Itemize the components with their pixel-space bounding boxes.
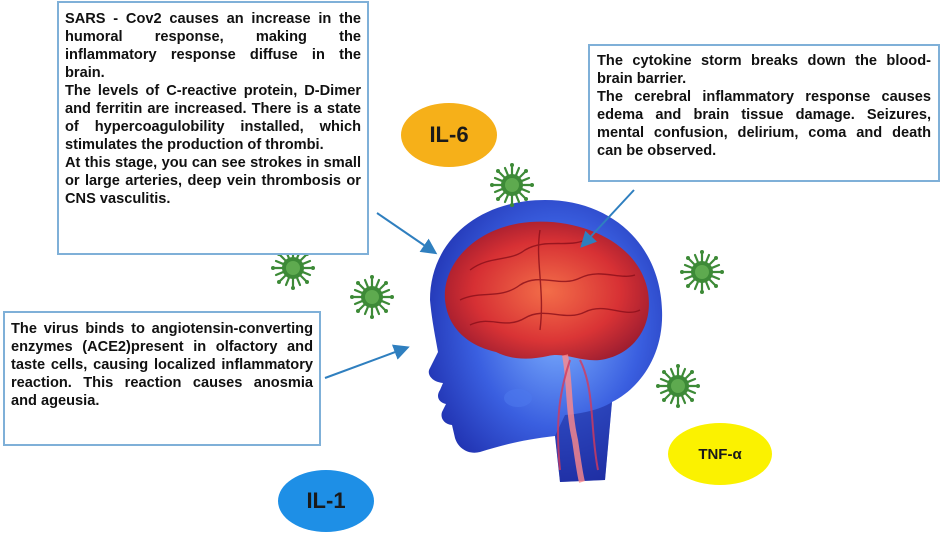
callout-paragraph: The cerebral inflammatory response cause… <box>597 89 931 159</box>
brain-illustration <box>444 221 649 483</box>
callout-paragraph: SARS - Cov2 causes an increase in the hu… <box>65 11 361 81</box>
arrow-right-box <box>580 189 635 248</box>
virus-icon <box>678 248 726 296</box>
il6-label: IL-6 <box>401 103 497 167</box>
callout-paragraph: The levels of C-reactive protein, D-Dime… <box>65 83 361 153</box>
tnf-alpha-label: TNF-α <box>668 423 772 485</box>
callout-paragraph: At this stage, you can see strokes in sm… <box>65 155 361 207</box>
virus-icon <box>654 362 702 410</box>
arrow-bottom-box <box>324 344 410 379</box>
il1-label: IL-1 <box>278 470 374 532</box>
callout-paragraph: The virus binds to angiotensin-convertin… <box>11 321 313 409</box>
virus-icon <box>348 273 396 321</box>
virus-icon <box>488 161 536 209</box>
arrow-left-box <box>376 212 438 255</box>
callout-ace2-binding: The virus binds to angiotensin-convertin… <box>3 311 321 446</box>
callout-paragraph: The cytokine storm breaks down the blood… <box>597 53 931 87</box>
callout-cytokine-storm: The cytokine storm breaks down the blood… <box>588 44 940 182</box>
callout-humoral-response: SARS - Cov2 causes an increase in the hu… <box>57 1 369 255</box>
